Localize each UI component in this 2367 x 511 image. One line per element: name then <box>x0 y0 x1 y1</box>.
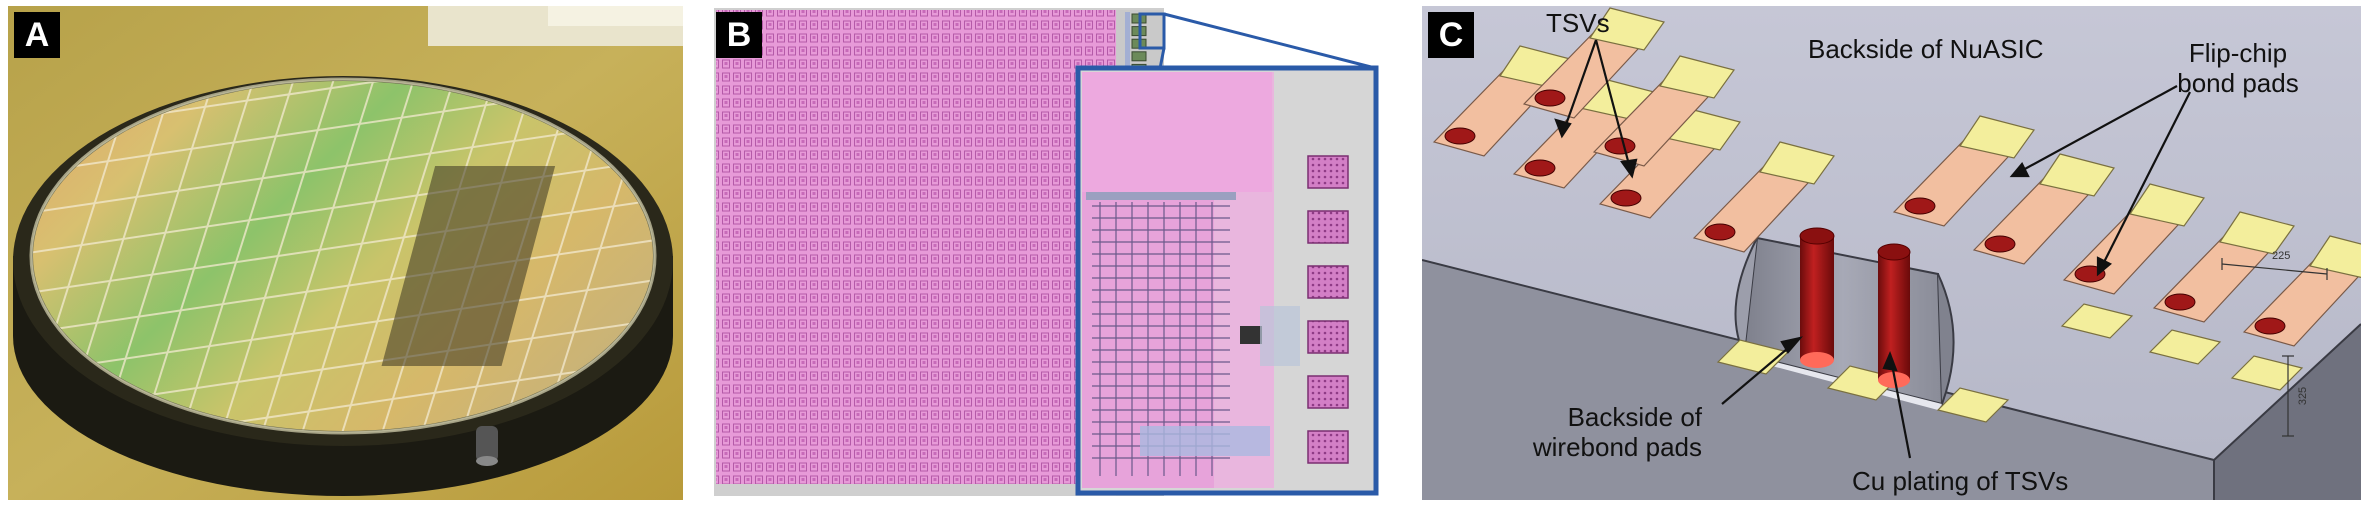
bond-pad <box>1522 7 1665 119</box>
annotation-flip-chip-line1: Flip-chip <box>2188 38 2288 68</box>
wirebond-pad <box>2230 355 2304 391</box>
panel-c-tsv-diagram: C <box>1422 6 2361 500</box>
annotation-wirebond-line1: Backside of <box>1567 402 1702 432</box>
annotation-wirebond-line2: wirebond pads <box>1532 432 1702 462</box>
annotation-cu-plating: Cu plating of TSVs <box>1852 466 2069 496</box>
panel-label-a: A <box>14 12 60 58</box>
dimension-label-2: 325 <box>2297 386 2310 406</box>
tsv-3d-illustration <box>1422 6 2361 500</box>
wirebond-pad <box>1936 387 2010 423</box>
annotation-backside-wirebond-pads: Backside of wirebond pads <box>1512 402 1702 462</box>
bond-pad <box>1692 141 1835 253</box>
bond-pad <box>1892 115 2035 227</box>
bond-pad <box>2152 211 2295 323</box>
wirebond-pad <box>2060 303 2134 339</box>
wafer-photo-illustration <box>8 6 683 500</box>
annotation-flip-chip-bond-pads: Flip-chip bond pads <box>2158 38 2318 98</box>
dimension-label-1: 225 <box>2272 250 2291 262</box>
annotation-tsvs: TSVs <box>1546 8 1610 38</box>
bond-pad <box>2242 235 2361 347</box>
panel-a-wafer-photo: A <box>8 6 683 500</box>
panel-b-chip-layout: B <box>710 6 1400 500</box>
wirebond-pad <box>2148 329 2222 365</box>
annotation-backside-nuasic: Backside of NuASIC <box>1808 34 2044 64</box>
annotation-flip-chip-line2: bond pads <box>2177 68 2299 98</box>
bond-pad <box>1592 55 1735 167</box>
panel-label-c: C <box>1428 12 1474 58</box>
panel-label-b: B <box>716 12 762 58</box>
chip-layout-illustration <box>710 6 1400 500</box>
bond-pad <box>2062 183 2205 295</box>
tsv-cylinder-left <box>1799 227 1835 368</box>
bond-pad <box>1972 153 2115 265</box>
